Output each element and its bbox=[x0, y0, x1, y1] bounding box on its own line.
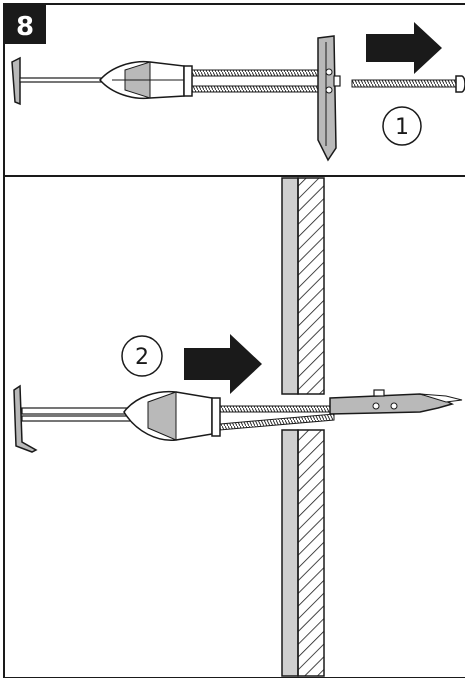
outer-frame bbox=[3, 3, 465, 678]
callout-1: 1 bbox=[382, 106, 422, 146]
toggle-anchor-bottom bbox=[13, 384, 463, 453]
callout-2: 2 bbox=[121, 335, 163, 377]
callout-1-number: 1 bbox=[395, 115, 409, 140]
step-number-badge: 8 bbox=[4, 4, 46, 44]
wall-section bbox=[281, 177, 325, 677]
step-number: 8 bbox=[16, 12, 34, 42]
toggle-anchor-top bbox=[11, 35, 341, 162]
right-arrow-icon bbox=[366, 22, 442, 74]
bolt bbox=[351, 75, 465, 93]
right-arrow-icon bbox=[184, 334, 262, 394]
callout-2-number: 2 bbox=[135, 345, 149, 370]
